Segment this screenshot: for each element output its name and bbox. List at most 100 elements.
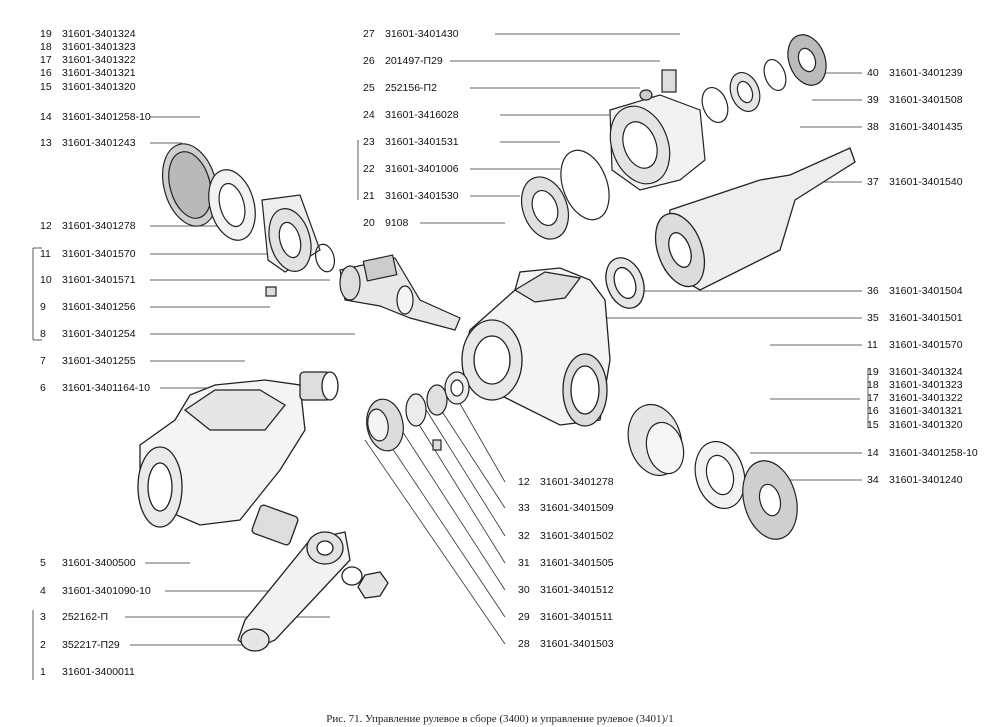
part-code: 31601-3401164-10 [62, 382, 150, 394]
part-number: 21 [363, 190, 375, 202]
upper-bearing-housing [521, 34, 827, 240]
part-number: 39 [867, 94, 879, 106]
part-number: 19 [40, 28, 52, 40]
part-label: 29 31601-3401511 [518, 611, 613, 623]
part-code: 9108 [385, 217, 409, 229]
part-number: 11 [40, 248, 51, 260]
part-number: 4 [40, 585, 46, 597]
part-code: 31601-3401322 [889, 392, 963, 404]
part-code: 201497-П29 [385, 55, 443, 67]
part-code: 31601-3401324 [889, 366, 963, 378]
part-number: 19 [867, 366, 879, 378]
part-code: 31601-3401505 [540, 557, 614, 569]
part-code: 31601-3401530 [385, 190, 459, 202]
left-cover-and-bearing [162, 143, 336, 297]
part-code: 31601-3401239 [889, 67, 963, 79]
part-code: 31601-3401240 [889, 474, 963, 486]
part-number: 12 [40, 220, 52, 232]
part-number: 29 [518, 611, 530, 623]
part-label: 11 31601-3401570 [40, 248, 136, 260]
worm-shaft [339, 254, 461, 331]
part-code: 31601-3401435 [889, 121, 963, 133]
part-label: 17 31601-3401322 [867, 392, 963, 404]
part-code: 31601-3401323 [889, 379, 963, 391]
part-number: 32 [518, 530, 530, 542]
part-code: 352217-П29 [62, 639, 120, 651]
part-label: 34 31601-3401240 [867, 474, 963, 486]
part-code: 31601-3401570 [62, 248, 136, 260]
part-number: 18 [40, 41, 52, 53]
part-code: 31601-3401503 [540, 638, 614, 650]
steering-gear-housing-assembly [137, 371, 339, 546]
side-cover-parts [366, 371, 470, 452]
part-number: 2 [40, 639, 46, 651]
leader-lines [32, 33, 869, 680]
part-number: 25 [363, 82, 375, 94]
part-number: 28 [518, 638, 530, 650]
part-label: 32 31601-3401502 [518, 530, 614, 542]
part-label: 3 252162-П [40, 611, 108, 623]
part-code: 252162-П [62, 611, 109, 623]
part-code: 31601-3401512 [540, 584, 614, 596]
part-number: 17 [867, 392, 879, 404]
part-number: 6 [40, 382, 46, 394]
part-code: 31601-3401321 [62, 67, 136, 79]
part-code: 31601-3401258-10 [62, 111, 151, 123]
part-number: 35 [867, 312, 879, 324]
part-number: 18 [867, 379, 879, 391]
part-code: 31601-3401508 [889, 94, 963, 106]
part-code: 31601-3401256 [62, 301, 136, 313]
part-code: 31601-3401502 [540, 530, 614, 542]
part-label: 2 352217-П29 [40, 639, 120, 651]
part-number: 23 [363, 136, 375, 148]
part-number: 33 [518, 502, 530, 514]
part-number: 3 [40, 611, 46, 623]
part-label: 21 31601-3401530 [363, 190, 459, 202]
part-label: 19 31601-3401324 [40, 28, 136, 40]
part-number: 34 [867, 474, 879, 486]
part-code: 31601-3401322 [62, 54, 136, 66]
part-code: 31601-3401540 [889, 176, 963, 188]
part-number: 12 [518, 476, 530, 488]
part-number: 38 [867, 121, 879, 133]
part-number: 11 [867, 339, 878, 351]
output-shaft-sector [605, 147, 856, 309]
part-code: 31601-3401501 [889, 312, 963, 324]
part-code: 31601-3401571 [62, 274, 136, 286]
part-number: 14 [867, 447, 879, 459]
part-number: 40 [867, 67, 879, 79]
part-number: 16 [40, 67, 52, 79]
part-label: 28 31601-3401503 [518, 638, 614, 650]
part-code: 31601-3401511 [540, 611, 613, 623]
part-code: 31601-3400011 [62, 666, 135, 678]
part-number: 36 [867, 285, 879, 297]
part-number: 14 [40, 111, 52, 123]
part-code: 31601-3401430 [385, 28, 459, 40]
part-code: 31601-3401321 [889, 405, 963, 417]
part-code: 31601-3401255 [62, 355, 136, 367]
part-number: 5 [40, 557, 46, 569]
pitman-arm [237, 531, 389, 652]
part-code: 31601-3401320 [62, 81, 136, 93]
part-code: 31601-3401324 [62, 28, 136, 40]
